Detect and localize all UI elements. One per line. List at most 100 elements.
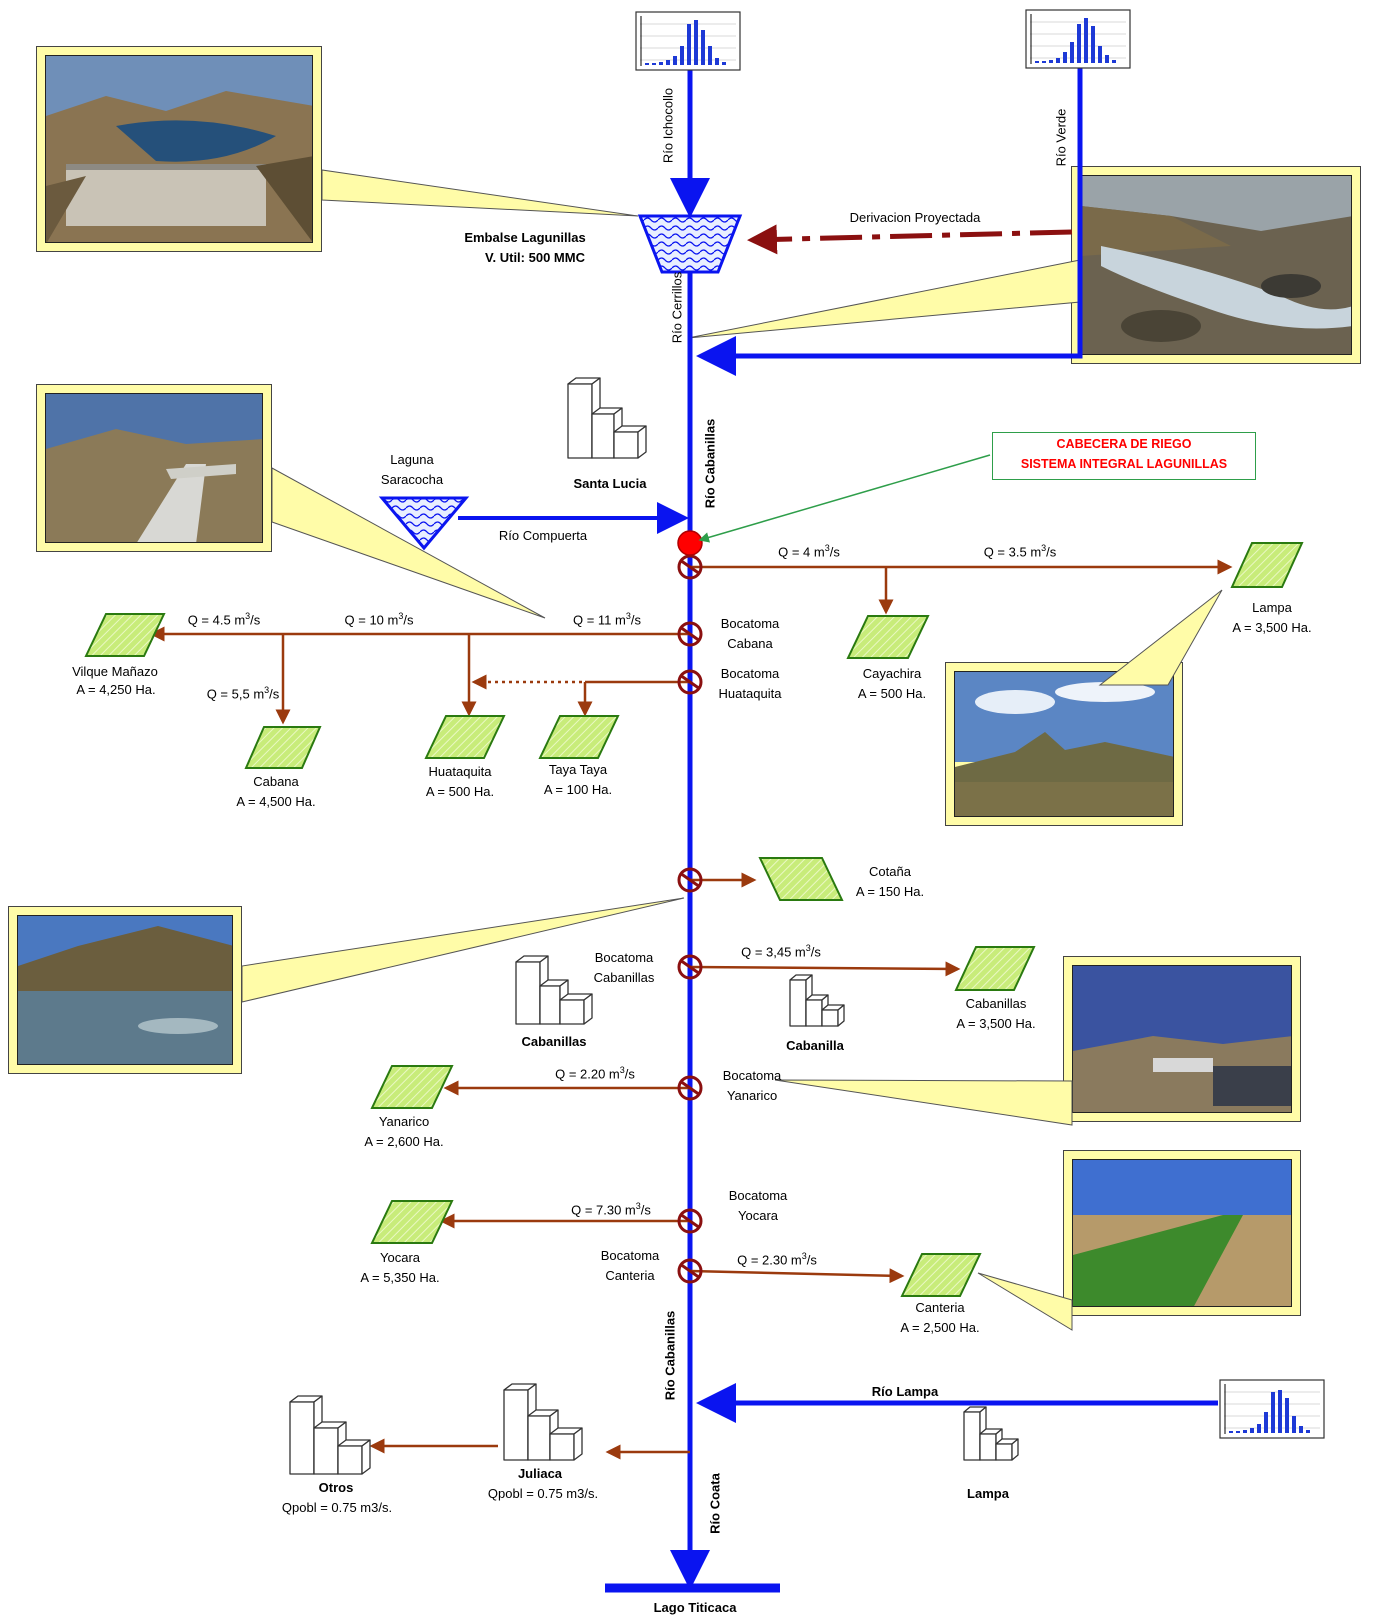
- label-rio-cerrillos: Río Cerrillos: [669, 271, 685, 344]
- canal-image: [45, 393, 263, 543]
- area-cotana-value: A = 150 Ha.: [855, 884, 925, 899]
- label-rio-cabanillas-lower: Río Cabanillas: [662, 1310, 678, 1401]
- rio-lampa-label: Río Lampa: [871, 1384, 939, 1399]
- photo-yanarico: [1063, 956, 1301, 1122]
- town-otros-q: Qpobl = 0.75 m3/s.: [281, 1500, 393, 1515]
- bocatoma-canteria-1: Bocatoma: [600, 1248, 660, 1263]
- area-cabana-name: Cabana: [253, 774, 299, 789]
- rio-verde-line: [696, 66, 1083, 376]
- field-cayachira: [846, 615, 930, 659]
- node-bocatoma-cabana: [677, 621, 703, 647]
- hydrograph-lampa: [1219, 1379, 1325, 1439]
- area-taya-name: Taya Taya: [548, 762, 608, 777]
- bocatoma-yocara-2: Yocara: [738, 1208, 778, 1223]
- flow-q35: Q = 3.5 m3/s: [983, 543, 1057, 560]
- photo-rio-verde: [1071, 166, 1361, 364]
- flow-q345: Q = 3,45 m3/s: [741, 943, 821, 960]
- area-cabana-value: A = 4,500 Ha.: [236, 794, 316, 809]
- hydrograph-ichocollo: [635, 11, 741, 71]
- river-image: [1080, 175, 1352, 355]
- cabecera-pointer: [698, 454, 991, 543]
- area-lampa-name: Lampa: [1252, 600, 1292, 615]
- town-cabanillas: Cabanillas: [521, 1034, 587, 1049]
- rio-compuerta-label: Río Compuerta: [498, 528, 588, 543]
- flow-q10: Q = 10 m3/s: [344, 611, 414, 628]
- area-canteria-value: A = 2,500 Ha.: [900, 1320, 980, 1335]
- node-bocatoma-cotana: [677, 867, 703, 893]
- laguna-label-1: Laguna: [390, 452, 434, 467]
- bocatoma-huataquita-2: Huataquita: [718, 686, 782, 701]
- area-vilque-name: Vilque Mañazo: [72, 664, 158, 679]
- flow-q45: Q = 4.5 m3/s: [187, 611, 261, 628]
- field-yanarico: [370, 1065, 454, 1109]
- cabecera-line-2: SISTEMA INTEGRAL LAGUNILLAS: [1020, 457, 1228, 471]
- area-cabanillas-name: Cabanillas: [965, 996, 1027, 1011]
- area-yanarico-name: Yanarico: [378, 1114, 430, 1129]
- callout-dam: [321, 169, 639, 217]
- callout-verde: [687, 259, 1081, 339]
- bocatoma-yocara-1: Bocatoma: [728, 1188, 788, 1203]
- area-lampa-value: A = 3,500 Ha.: [1232, 620, 1312, 635]
- callout-canteria: [977, 1272, 1073, 1331]
- area-taya-value: A = 100 Ha.: [543, 782, 613, 797]
- area-yocara-value: A = 5,350 Ha.: [360, 1270, 440, 1285]
- derivacion-label: Derivacion Proyectada: [849, 210, 981, 225]
- town-juliaca: Juliaca: [517, 1466, 563, 1481]
- cabecera-box: [992, 432, 1256, 480]
- label-rio-coata: Río Coata: [707, 1473, 723, 1534]
- town-icon-cabanilla: [789, 974, 845, 1027]
- bocatoma-yanarico-1: Bocatoma: [722, 1068, 782, 1083]
- town-icon-otros: [289, 1395, 371, 1475]
- hydrograph-verde: [1025, 9, 1131, 69]
- photo-cabanillas-river: [8, 906, 242, 1074]
- flow-q4: Q = 4 m3/s: [778, 543, 840, 560]
- town-icon-juliaca: [503, 1383, 583, 1461]
- bocatoma-yanarico-2: Yanarico: [726, 1088, 778, 1103]
- field-yocara: [370, 1200, 454, 1244]
- town-santa-lucia: Santa Lucia: [573, 476, 647, 491]
- flow-q55: Q = 5,5 m3/s: [206, 685, 280, 702]
- town-juliaca-q: Qpobl = 0.75 m3/s.: [487, 1486, 599, 1501]
- town-icon-santa-lucia: [567, 377, 647, 459]
- field-cabanillas: [954, 946, 1036, 991]
- area-canteria-name: Canteria: [915, 1300, 965, 1315]
- node-bocatoma-huataquita: [677, 669, 703, 695]
- node-bocatoma-yocara: [677, 1208, 703, 1234]
- reservoir-name: Embalse Lagunillas: [464, 230, 586, 245]
- lago-titicaca-label: Lago Titicaca: [653, 1600, 737, 1615]
- bocatoma-cabanillas-1: Bocatoma: [594, 950, 654, 965]
- town-otros: Otros: [318, 1480, 354, 1495]
- area-yanarico-value: A = 2,600 Ha.: [364, 1134, 444, 1149]
- town-lampa: Lampa: [967, 1486, 1009, 1501]
- area-huataquita-value: A = 500 Ha.: [425, 784, 495, 799]
- reservoir-symbol: [637, 214, 743, 274]
- area-yocara-name: Yocara: [380, 1250, 420, 1265]
- photo-canteria: [1063, 1150, 1301, 1316]
- label-rio-cabanillas-upper: Río Cabanillas: [702, 418, 718, 509]
- cabanillas-river-image: [17, 915, 233, 1065]
- node-bocatoma-yanarico: [677, 1075, 703, 1101]
- field-huataquita: [424, 715, 506, 759]
- callout-cabanillas: [241, 897, 685, 1003]
- bocatoma-cabana-2: Cabana: [727, 636, 773, 651]
- flow-q230: Q = 2.30 m3/s: [737, 1251, 817, 1268]
- node-bocatoma-canteria: [677, 1258, 703, 1284]
- photo-saracocha: [36, 384, 272, 552]
- laguna-symbol: [378, 496, 470, 551]
- landscape-image: [954, 671, 1174, 817]
- town-cabanilla: Cabanilla: [786, 1038, 844, 1053]
- reservoir-volume: V. Util: 500 MMC: [485, 250, 585, 265]
- laguna-label-2: Saracocha: [380, 472, 444, 487]
- field-cotana: [758, 857, 844, 901]
- photo-lagunillas-dam: [36, 46, 322, 252]
- area-cayachira-value: A = 500 Ha.: [857, 686, 927, 701]
- field-taya: [538, 715, 620, 759]
- node-bocatoma-cabanillas: [677, 954, 703, 980]
- field-vilque: [84, 613, 166, 657]
- flow-q730: Q = 7.30 m3/s: [571, 1201, 651, 1218]
- cabecera-node: [677, 530, 703, 556]
- dam-image: [45, 55, 313, 243]
- town-icon-cabanillas: [515, 955, 593, 1025]
- bocatoma-cabanillas-2: Cabanillas: [593, 970, 655, 985]
